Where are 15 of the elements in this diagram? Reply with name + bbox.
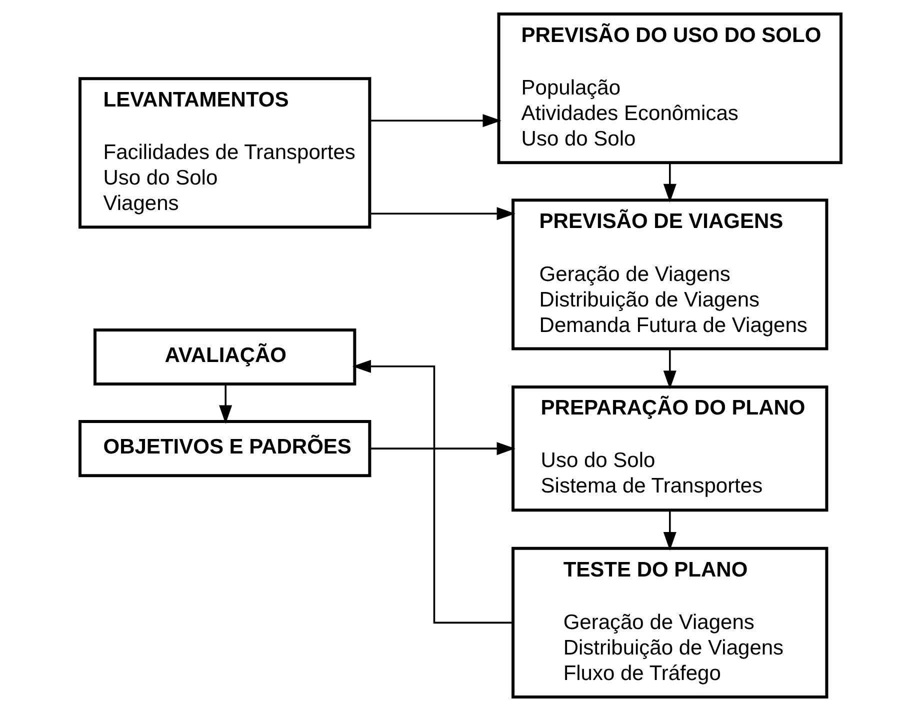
- node-box: OBJETIVOS E PADRÕES: [78, 420, 371, 478]
- node-box: PREPARAÇÃO DO PLANO Uso do Solo Sistema de Transportes: [511, 386, 828, 512]
- node-box: LEVANTAMENTOS Facilidades de Transportes Uso do Solo Viagens: [78, 77, 371, 229]
- arrow: [218, 384, 232, 424]
- node-box: PREVISÃO DE VIAGENS Geração de Viagens Distribuição de Viagens Demanda Futura de Viagens: [511, 198, 828, 350]
- arrow: [352, 360, 512, 624]
- node-box: TESTE DO PLANO Geração de Viagens Distribuição de Viagens Fluxo de Tráfego: [511, 546, 828, 698]
- arrow: [662, 348, 676, 390]
- node-box: PREVISÃO DO USO DO SOLO População Atividades Econômicas Uso do Solo: [496, 12, 842, 164]
- arrow: [369, 207, 515, 220]
- arrow: [369, 114, 501, 128]
- arrow: [662, 510, 676, 551]
- arrow: [662, 162, 676, 203]
- arrow: [369, 442, 515, 456]
- node-box: AVALIAÇÃO: [93, 328, 356, 386]
